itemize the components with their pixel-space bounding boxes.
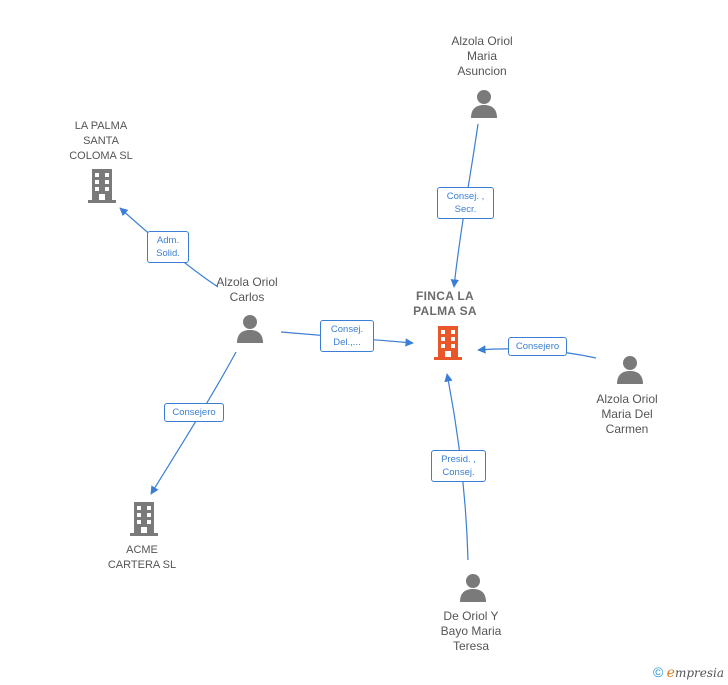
node-alzola-oriol-carlos[interactable]: Alzola Oriol Carlos [195, 275, 299, 305]
node-alzola-oriol-maria-del-carmen[interactable]: Alzola Oriol Maria Del Carmen [572, 392, 682, 437]
person-icon[interactable] [469, 89, 499, 119]
edge-label-carlos-acme[interactable]: Consejero [164, 403, 224, 422]
node-de-oriol-y-bayo-maria-teresa[interactable]: De Oriol Y Bayo Maria Teresa [416, 609, 526, 654]
node-label: LA PALMA SANTA COLOMA SL [69, 120, 133, 162]
edge-label-carlos-lapalma[interactable]: Adm. Solid. [147, 231, 189, 263]
node-label: Alzola Oriol Maria Del Carmen [596, 392, 658, 436]
node-label: Alzola Oriol Maria Asuncion [451, 34, 513, 78]
node-finca-la-palma[interactable]: FINCA LA PALMA SA [395, 289, 495, 319]
brand-name: mpresia [674, 666, 724, 680]
edge-label-teresa-center[interactable]: Presid. , Consej. [431, 450, 486, 482]
brand-initial: e [666, 665, 675, 681]
building-icon[interactable] [128, 501, 160, 537]
node-label: FINCA LA PALMA SA [413, 289, 477, 318]
edge-carlos-acme [150, 351, 237, 495]
node-label: Alzola Oriol Carlos [216, 275, 278, 304]
edge-label-carmen-center[interactable]: Consejero [508, 337, 567, 356]
person-icon[interactable] [235, 314, 265, 344]
node-alzola-oriol-maria-asuncion[interactable]: Alzola Oriol Maria Asuncion [420, 34, 544, 79]
building-icon[interactable] [86, 168, 118, 204]
building-icon[interactable] [432, 325, 464, 361]
person-icon[interactable] [458, 573, 488, 603]
person-icon[interactable] [615, 355, 645, 385]
node-la-palma-santa-coloma[interactable]: LA PALMA SANTA COLOMA SL [46, 119, 156, 164]
edge-label-asuncion-center[interactable]: Consej. , Secr. [437, 187, 494, 219]
node-label: ACME CARTERA SL [107, 544, 177, 571]
copyright-symbol: © [652, 664, 664, 680]
empresia-watermark: © empresia [653, 664, 724, 681]
node-acme-cartera[interactable]: ACME CARTERA SL [92, 543, 192, 573]
node-label: De Oriol Y Bayo Maria Teresa [440, 609, 502, 653]
edge-label-carlos-center[interactable]: Consej. Del.,... [320, 320, 374, 352]
